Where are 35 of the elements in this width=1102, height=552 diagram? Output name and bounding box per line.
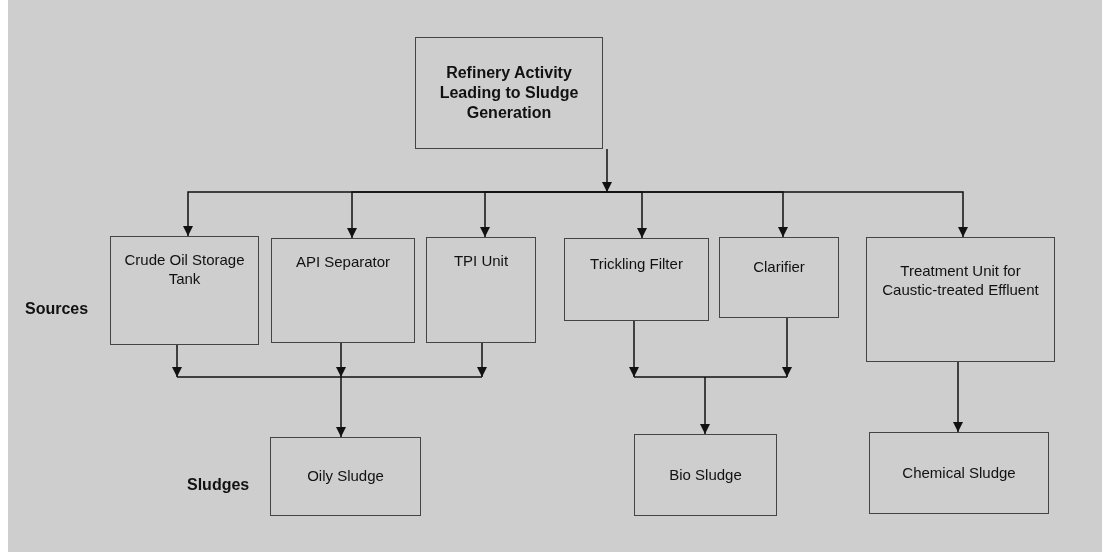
connector-arrow (629, 320, 639, 378)
box-label: Refinery Activity Leading to Sludge Generation (438, 63, 580, 123)
process-box (564, 238, 709, 321)
process-box (110, 236, 259, 345)
process-box (426, 237, 536, 343)
connector-arrow (602, 148, 612, 193)
box-label: API Separator (295, 253, 391, 272)
connector-arrow (477, 342, 487, 378)
connector-arrow (700, 376, 710, 435)
process-box (634, 434, 777, 516)
process-box (271, 238, 415, 343)
connector-arrow (606, 191, 968, 238)
process-box (270, 437, 421, 516)
connector-arrow (336, 342, 346, 378)
box-label: Clarifier (753, 258, 805, 277)
connector-line (176, 376, 483, 378)
connector-arrow (172, 344, 182, 378)
process-box (415, 37, 603, 149)
box-label: Trickling Filter (590, 255, 683, 274)
box-label: Crude Oil Storage Tank (123, 251, 246, 289)
connector-arrow (953, 361, 963, 433)
connector-arrow (480, 191, 608, 238)
row-label: Sludges (187, 476, 250, 494)
box-label: Bio Sludge (669, 465, 742, 485)
box-label: TPI Unit (453, 252, 509, 271)
process-box (869, 432, 1049, 514)
process-box (719, 237, 839, 318)
box-label: Treatment Unit for Caustic-treated Effluent (881, 262, 1040, 300)
row-label: Sources (25, 300, 89, 318)
process-box (866, 237, 1055, 362)
connector-line (633, 376, 788, 378)
connector-arrow (782, 317, 792, 378)
box-label: Chemical Sludge (902, 463, 1016, 483)
connector-arrow (336, 376, 346, 438)
box-label: Oily Sludge (307, 467, 384, 486)
